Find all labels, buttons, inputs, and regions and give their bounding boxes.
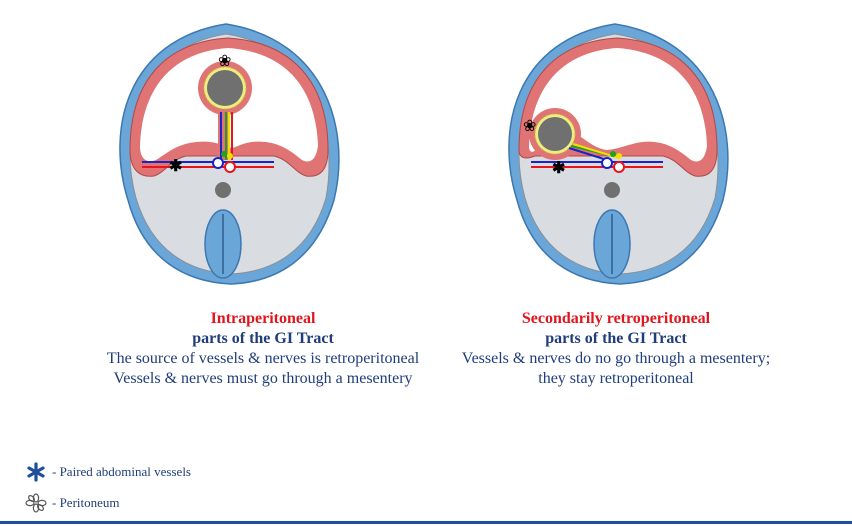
caption-subtitle: parts of the GI Tract: [545, 330, 687, 347]
artery-node: [613, 161, 625, 173]
peritoneum-asterisk-icon: ❀: [218, 53, 231, 70]
caption-line-1: Vessels & nerves do no go through a mese…: [461, 350, 771, 367]
aorta-dot: [215, 182, 231, 198]
artery-node: [224, 161, 236, 173]
secondarily-retroperitoneal-diagram: ✱ ❀: [508, 23, 729, 285]
caption-line-2: they stay retroperitoneal: [538, 370, 694, 387]
caption-subtitle: parts of the GI Tract: [192, 330, 334, 347]
legend-peritoneum-label: - Peritoneum: [52, 495, 120, 510]
peritoneal-cavity: [529, 48, 707, 162]
vein-node: [212, 157, 224, 169]
legend-vessels: - Paired abdominal vessels: [24, 462, 191, 482]
intraperitoneal-diagram: ✱ ❀: [119, 23, 340, 285]
vessels-asterisk-icon: ✱: [552, 160, 565, 177]
gut-tube: [207, 70, 243, 106]
peritoneum-asterisk-icon: ❀: [523, 118, 536, 135]
caption-line-2: Vessels & nerves must go through a mesen…: [113, 370, 413, 387]
flower-asterisk-icon: [25, 493, 47, 513]
legend-vessels-label: - Paired abdominal vessels: [52, 464, 191, 479]
caption-title: Intraperitoneal: [210, 310, 316, 327]
asterisk-icon: [27, 462, 45, 482]
vein-node: [601, 157, 613, 169]
legend-peritoneum: - Peritoneum: [24, 493, 120, 513]
bottom-divider: [0, 521, 852, 524]
intraperitoneal-caption: Intraperitoneal parts of the GI Tract Th…: [73, 309, 453, 389]
caption-line-1: The source of vessels & nerves is retrop…: [106, 350, 420, 367]
caption-title: Secondarily retroperitoneal: [521, 310, 711, 327]
gut-tube: [538, 117, 572, 151]
retroperitoneal-caption: Secondarily retroperitoneal parts of the…: [426, 309, 806, 389]
vessels-asterisk-icon: ✱: [169, 158, 182, 175]
aorta-dot: [604, 182, 620, 198]
